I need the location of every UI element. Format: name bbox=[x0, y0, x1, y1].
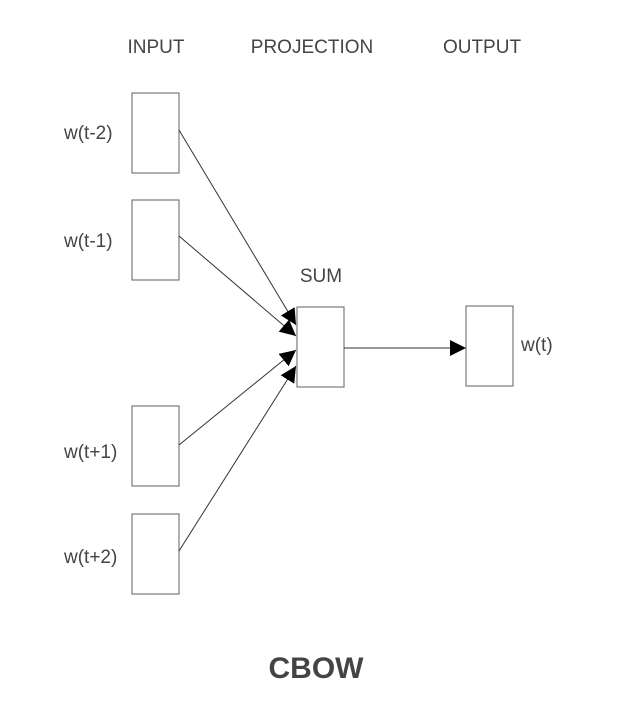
input-label-3: w(t+1) bbox=[63, 442, 117, 463]
sum-box bbox=[296, 306, 345, 388]
input-label-2: w(t-1) bbox=[63, 231, 113, 252]
column-header-input: INPUT bbox=[128, 37, 185, 58]
edge-input2-to-sum bbox=[178, 235, 297, 337]
edge-input1-to-sum bbox=[178, 129, 297, 326]
output-box bbox=[465, 305, 514, 387]
diagram-title: CBOW bbox=[269, 652, 365, 685]
input-box-3 bbox=[131, 405, 180, 487]
edge-input3-to-sum bbox=[178, 349, 297, 446]
column-header-projection: PROJECTION bbox=[251, 37, 373, 58]
input-box-1 bbox=[131, 92, 180, 174]
sum-label: SUM bbox=[300, 266, 342, 287]
input-box-2 bbox=[131, 199, 180, 281]
input-label-1: w(t-2) bbox=[63, 123, 113, 144]
input-box-4 bbox=[131, 513, 180, 595]
input-label-4: w(t+2) bbox=[63, 547, 117, 568]
column-header-output: OUTPUT bbox=[443, 37, 522, 58]
output-label: w(t) bbox=[520, 335, 553, 356]
edge-input4-to-sum bbox=[178, 365, 297, 552]
